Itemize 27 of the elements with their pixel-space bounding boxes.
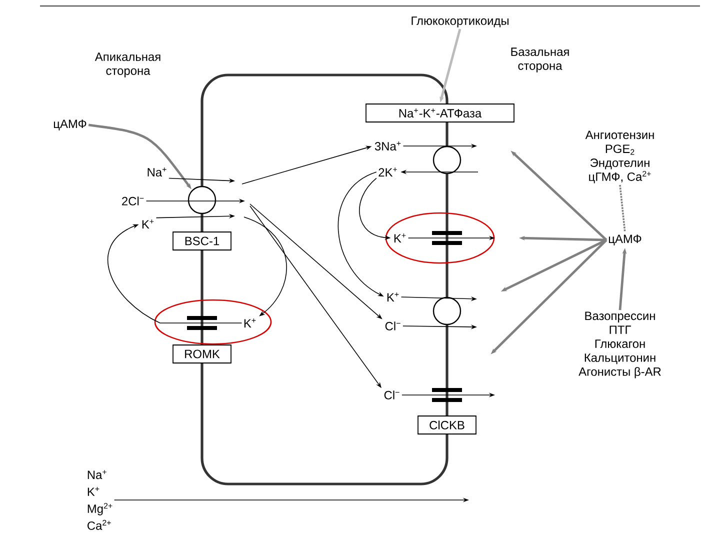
transporter-circle [432, 296, 462, 326]
ion-label: K$^{+}$ [244, 318, 256, 328]
hormone-list: Вазопрессин ПТГ Глюкагон Кальцитонин Агонисты β-AR [578, 312, 661, 378]
channel-box: ROMK [172, 344, 232, 364]
ion-label: Na$^{+}$ [148, 167, 166, 177]
dotted-line [619, 184, 626, 232]
transporter-box: BSC-1 [172, 232, 232, 250]
pump-circle [432, 146, 462, 174]
ion-label: Cl$^{−}$ [384, 390, 400, 400]
channel-box: ClCKB [418, 416, 476, 434]
ion-label: K$^{+}$ [387, 292, 399, 302]
ion-label: K$^{+}$ [142, 220, 154, 228]
arrow [108, 224, 242, 324]
side-label: Базальная сторона [511, 48, 569, 72]
messenger-label: цАМФ [608, 234, 642, 246]
ion-label: Cl$^{−}$ [385, 322, 400, 330]
ion-label: 2K$^{+}$ [378, 168, 397, 176]
messenger-label: цАМФ [54, 120, 86, 130]
side-label: Апикальная сторона [94, 52, 160, 78]
ion-label: 2Cl$^{−}$ [122, 196, 144, 206]
hormone-list: Ангиотензин PGE$_{2}$ Эндотелин цГМФ, Ca$^{2+}$ [585, 130, 654, 184]
transporter-circle [188, 186, 216, 214]
ion-label: 3Na$^{+}$ [374, 141, 401, 151]
ion-list: Na$^{+}$ K$^{+}$ Mg$^{2+}$ Ca$^{2+}$ [88, 470, 112, 530]
ion-label: K$^{+}$ [394, 234, 406, 242]
pump-box: Na$^{+}$-K$^{+}$-АТФаза [366, 104, 514, 122]
hormone-label: Глюкокортикоиды [412, 16, 508, 28]
